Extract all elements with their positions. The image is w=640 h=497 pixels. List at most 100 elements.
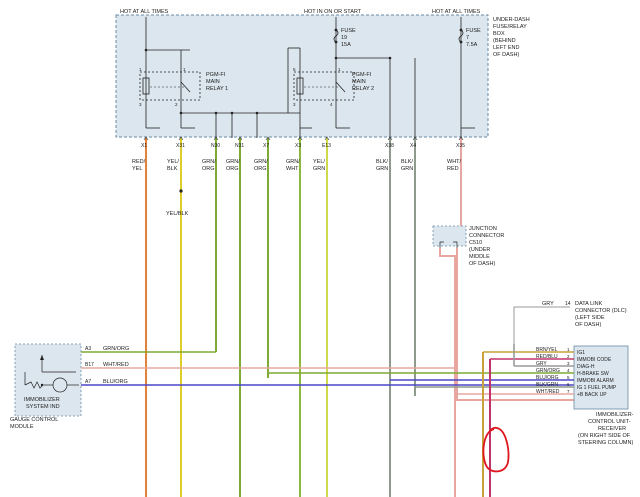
wire-label-x35: WHT/: [447, 159, 462, 165]
pin-marker: [412, 136, 418, 141]
svg-text:1: 1: [338, 67, 341, 72]
wire-bundle: [145, 138, 574, 497]
gauge-module-label: GAUGE CONTROL: [10, 417, 58, 423]
svg-text:BOX: BOX: [493, 31, 505, 37]
red-highlight-circle: [482, 426, 510, 473]
gauge-wire-label-a3: GRN/ORG: [103, 346, 129, 352]
svg-text:RECEIVER: RECEIVER: [598, 426, 626, 432]
svg-text:14: 14: [565, 301, 571, 307]
svg-text:3: 3: [293, 102, 296, 107]
wire-c510-out: [439, 248, 456, 497]
svg-text:(BEHIND: (BEHIND: [493, 38, 516, 44]
connector-labels: X1RED/YELX31YEL/BLKN30GRN/ORGN31GRN/ORGX…: [132, 136, 465, 172]
svg-text:(ON RIGHT SIDE OF: (ON RIGHT SIDE OF: [578, 433, 631, 439]
pin-label-x7: X7: [263, 143, 269, 149]
pin-marker: [297, 136, 303, 141]
svg-text:(LEFT SIDE: (LEFT SIDE: [575, 315, 605, 321]
svg-text:CONNECTOR (DLC): CONNECTOR (DLC): [575, 308, 627, 314]
svg-text:RELAY 2: RELAY 2: [352, 86, 374, 92]
splice-wire-label: YEL/BLK: [166, 211, 189, 217]
pin-marker: [387, 136, 393, 141]
gauge-wire-label-b17: WHT/RED: [103, 362, 129, 368]
pin-label-x38: X38: [385, 143, 394, 149]
wire-label-x35-b: RED: [447, 166, 459, 172]
svg-text:CONNECTOR: CONNECTOR: [469, 233, 504, 239]
immo-wire-label-2: RED/BLU: [536, 354, 558, 360]
pin-label-x1: X1: [141, 143, 147, 149]
svg-text:UNDER-DASH: UNDER-DASH: [493, 17, 530, 23]
wire-label-x1: RED/: [132, 159, 146, 165]
svg-text:FUSE: FUSE: [466, 28, 481, 34]
pin-marker: [265, 136, 271, 141]
gauge-wire-label-a7: BLU/ORG: [103, 379, 128, 385]
hot-label-mid: HOT IN ON OR START: [304, 9, 362, 15]
immo-func-2: IMMOBI CODE: [577, 357, 612, 363]
gauge-pin-a7: A7: [85, 379, 91, 385]
gauge-control-module: IMMOBILIZER SYSTEM IND GAUGE CONTROL MOD…: [10, 343, 82, 430]
wire-label-e13-b: GRN: [313, 166, 325, 172]
wire-label-e13: YEL/: [313, 159, 325, 165]
immo-func-5: IMMOBI ALARM: [577, 378, 614, 384]
svg-text:7: 7: [466, 35, 469, 41]
wire-label-x1-b: YEL: [132, 166, 142, 172]
immo-wire-label-4: GRN/ORG: [536, 368, 560, 374]
pin-label-x4: X4: [410, 143, 416, 149]
svg-text:MIDDLE: MIDDLE: [469, 254, 490, 260]
pin-marker: [143, 136, 149, 141]
gauge-label: IMMOBILIZER: [24, 397, 60, 403]
junction-dots: [144, 48, 392, 115]
svg-text:(UNDER: (UNDER: [469, 247, 490, 253]
hot-label-left: HOT AT ALL TIMES: [120, 9, 169, 15]
pin-marker: [178, 136, 184, 141]
immo-wire-label-1: BRN/YEL: [536, 347, 558, 353]
relay-1-switch: [180, 81, 191, 93]
hot-label-right: HOT AT ALL TIMES: [432, 9, 481, 15]
svg-text:OF DASH): OF DASH): [469, 261, 495, 267]
relay-1: 1 1 3 2 PGM-FI MAIN RELAY 1: [139, 67, 228, 107]
immo-pin-5: 5: [567, 375, 570, 380]
wire-label-x31: YEL/: [167, 159, 179, 165]
svg-text:FUSE: FUSE: [341, 28, 356, 34]
immo-wire-label-3: GRY: [536, 361, 547, 367]
relay-1-coil: [142, 77, 150, 95]
pin-label-n30: N30: [211, 143, 220, 149]
immo-pin-1: 1: [567, 347, 570, 352]
relay-2: 5 1 3 4 PGM-FI MAIN RELAY 2: [293, 67, 374, 107]
wire-label-x3: GRN/: [286, 159, 300, 165]
svg-text:FUSE/RELAY: FUSE/RELAY: [493, 24, 527, 30]
immo-pin-4: 4: [567, 368, 570, 373]
fuse-19: FUSE 19 15A: [333, 28, 356, 48]
svg-text:2: 2: [175, 102, 178, 107]
wire-label-x4-b: GRN: [401, 166, 413, 172]
svg-text:MAIN: MAIN: [206, 79, 220, 85]
svg-text:C510: C510: [469, 240, 482, 246]
fuse-relay-box: HOT AT ALL TIMES HOT IN ON OR START HOT …: [115, 9, 530, 138]
relay-1-label: PGM-FI: [206, 72, 226, 78]
svg-text:SYSTEM IND: SYSTEM IND: [26, 404, 60, 410]
wire-label-n30: GRN/: [202, 159, 216, 165]
svg-text:GRY: GRY: [542, 301, 554, 307]
wire-label-n31-b: ORG: [226, 166, 239, 172]
immo-wire-label-6: BLK/GRN: [536, 382, 558, 388]
relay-2-label: PGM-FI: [352, 72, 372, 78]
data-link-connector: GRY 14 DATA LINK CONNECTOR (DLC) (LEFT S…: [513, 301, 627, 344]
immo-wire-label-7: WHT/RED: [536, 389, 560, 395]
relay-2-switch: [335, 81, 346, 93]
svg-text:CONTROL UNIT-: CONTROL UNIT-: [588, 419, 631, 425]
internal-circuit: [145, 17, 475, 138]
svg-text:LEFT END: LEFT END: [493, 45, 520, 51]
immo-pin-6: 6: [567, 382, 570, 387]
svg-text:MAIN: MAIN: [352, 79, 366, 85]
svg-text:1: 1: [183, 67, 186, 72]
svg-text:4: 4: [330, 102, 333, 107]
wire-label-x38-b: GRN: [376, 166, 388, 172]
fuse-box-title: UNDER-DASH FUSE/RELAY BOX (BEHIND LEFT E…: [493, 17, 530, 58]
pin-label-x35: X35: [456, 143, 465, 149]
svg-text:DATA LINK: DATA LINK: [575, 301, 603, 307]
svg-text:IMMOBILIZER-: IMMOBILIZER-: [596, 412, 634, 418]
fuse-7: FUSE 7 7.5A: [458, 28, 481, 48]
wire-label-x31-b: BLK: [167, 166, 178, 172]
pin-label-x31: X31: [176, 143, 185, 149]
fuse-7-symbol: [458, 29, 464, 43]
